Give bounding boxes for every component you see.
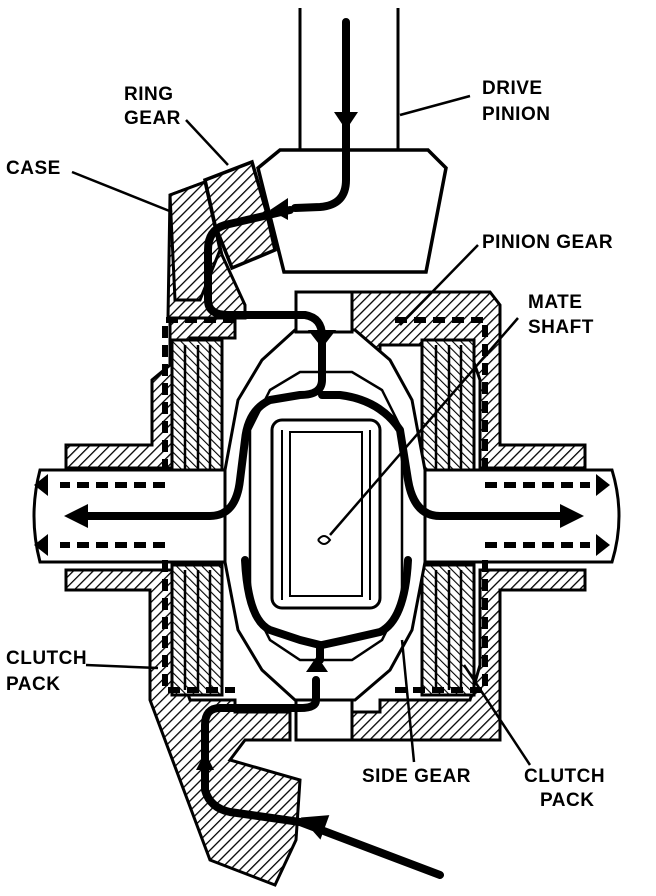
label-ring-gear-line2: GEAR: [124, 108, 181, 129]
case-lower-left: [64, 568, 302, 887]
power-flow-arrowheads: [64, 112, 584, 840]
label-drive-pinion-line1: DRIVE: [482, 78, 543, 99]
clutch-pack-upper-left: [170, 338, 224, 477]
clutch-pack-lower-right: [420, 563, 476, 697]
clutch-pack-upper-right: [420, 338, 476, 477]
power-flow-solid: [76, 18, 564, 879]
label-mate-shaft-line1: MATE: [528, 292, 582, 313]
drive-pinion-shaft: [298, 8, 400, 150]
drive-pinion-gear: [256, 148, 448, 274]
mate-shaft: [270, 418, 382, 610]
label-clutch-pack-left-line2: PACK: [6, 674, 60, 695]
label-mate-shaft-line2: SHAFT: [528, 317, 594, 338]
label-clutch-pack-left-line1: CLUTCH: [6, 648, 87, 669]
leader-lines: [71, 94, 532, 766]
dashed-arrowheads: [34, 474, 610, 556]
labels: RING GEAR DRIVE PINION CASE PINION GEAR …: [6, 78, 613, 811]
label-drive-pinion-line2: PINION: [482, 104, 550, 125]
label-clutch-pack-right-line1: CLUTCH: [524, 766, 605, 787]
label-pinion-gear: PINION GEAR: [482, 232, 613, 253]
label-side-gear: SIDE GEAR: [362, 766, 471, 787]
power-flow-dashed: [60, 317, 590, 693]
label-case: CASE: [6, 158, 61, 179]
mate-shaft-marker: [317, 535, 332, 545]
label-ring-gear-line1: RING: [124, 84, 174, 105]
clutch-pack-lower-left: [170, 563, 224, 697]
label-clutch-pack-right-line2: PACK: [540, 790, 594, 811]
